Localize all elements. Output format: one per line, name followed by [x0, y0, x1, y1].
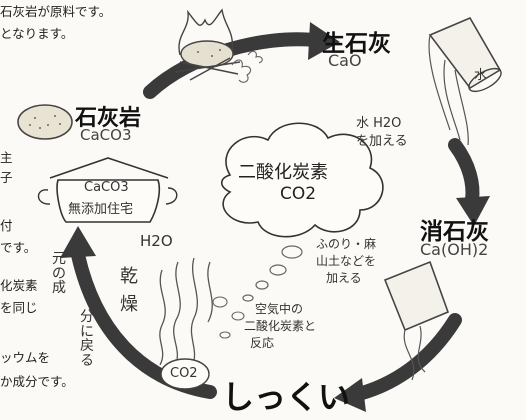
return-char: に: [80, 323, 94, 340]
return-char: 成: [52, 280, 66, 297]
water-note-line2: を加える: [356, 134, 408, 149]
house-label: 無添加住宅: [68, 202, 134, 217]
co2-cloud: [220, 122, 384, 238]
quicklime-label: 生石灰: [322, 31, 391, 57]
left-text-line6: ッウムを: [0, 350, 51, 365]
co2-note-line3: 反応: [250, 336, 275, 350]
house-illustration: [37, 157, 178, 223]
quicklime-formula: CaO: [328, 51, 362, 70]
cloud-line1: 二酸化炭素: [238, 162, 328, 183]
arrow-head-right: [456, 196, 490, 226]
return-char: 分: [80, 309, 94, 325]
left-text-line2: となります。: [0, 26, 74, 41]
co2-small-label: CO2: [170, 366, 198, 381]
limestone-label: 石灰岩: [75, 106, 142, 131]
arrow-quicklime-to-slaked: [448, 138, 480, 207]
slaked-lime-label: 消石灰: [420, 219, 489, 245]
dry-h2o: H2O: [140, 232, 173, 250]
limestone-rock: [17, 104, 73, 140]
co2-note-line2: 二酸化炭素と: [244, 319, 317, 333]
fire-illustration: [174, 8, 263, 83]
return-char: る: [80, 353, 94, 370]
left-text-line1: 石灰岩が原料です。: [0, 4, 112, 19]
house-formula: CaCO3: [84, 180, 129, 195]
left-text-frag-b: 子: [0, 170, 13, 185]
co2-small-bubble: [160, 358, 210, 390]
plaster-label: しっくい: [222, 378, 351, 416]
drying-lines: [159, 257, 213, 369]
return-text-2: 分 に 戻 る: [80, 310, 94, 369]
additive-note-line2: 山土などを: [316, 254, 377, 268]
additive-note-line1: ふのり・麻: [316, 237, 377, 251]
return-char: の: [52, 265, 66, 282]
return-char: 戻: [80, 338, 94, 355]
arrow-head-bottom: [334, 378, 366, 412]
plaster-bucket-illustration: [383, 260, 450, 381]
additive-note-line3: 加える: [326, 271, 362, 285]
left-text-line4: 化炭素: [0, 278, 38, 293]
co2-note-line1: 空気中の: [255, 302, 304, 316]
cloud-line2: CO2: [280, 184, 317, 204]
bucket-label: 水: [474, 68, 488, 83]
left-text-line3: です。: [0, 240, 37, 255]
dry-char2: 燥: [120, 294, 138, 315]
left-text-line7: か成分です。: [0, 374, 74, 389]
slaked-lime-formula: Ca(OH)2: [420, 240, 489, 259]
arrow-slaked-to-plaster: [348, 313, 462, 402]
return-text: 元 の 成: [52, 252, 66, 296]
left-text-frag-c: 付: [0, 218, 13, 233]
left-text-frag-a: 主: [0, 150, 13, 165]
arrow-head-left: [60, 226, 96, 258]
dry-char1: 乾: [120, 266, 138, 287]
return-char: 元: [52, 251, 66, 267]
arrow-head-top: [308, 22, 340, 60]
left-text-line5: を同じ: [0, 300, 38, 315]
limestone-formula: CaCO3: [80, 126, 132, 144]
bucket-illustration: [428, 16, 502, 146]
water-note-line1: 水 H2O: [356, 116, 402, 131]
